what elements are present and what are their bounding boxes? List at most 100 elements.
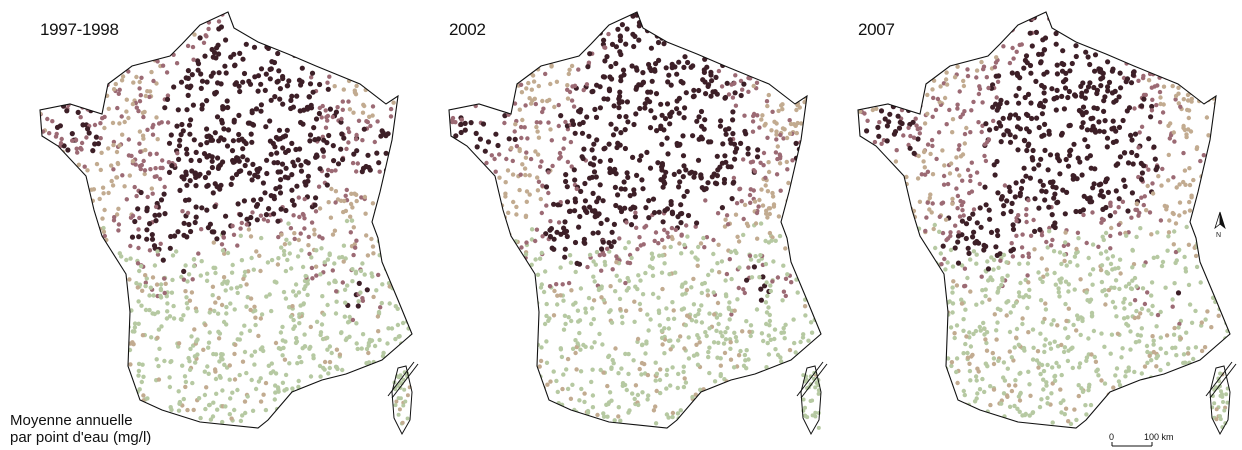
water-point-dot (482, 50, 487, 55)
water-point-dot (1004, 313, 1009, 318)
water-point-dot (72, 295, 77, 300)
water-point-dot (807, 219, 812, 224)
water-point-dot (822, 286, 826, 290)
water-point-dot (387, 75, 393, 81)
water-point-dot (214, 12, 219, 14)
water-point-dot (122, 14, 127, 19)
water-point-dot (306, 234, 311, 240)
water-point-dot (784, 422, 790, 427)
water-point-dot (802, 197, 807, 202)
water-point-dot (501, 416, 506, 421)
water-point-dot (608, 121, 614, 127)
water-point-dot (184, 295, 189, 300)
water-point-dot (180, 363, 185, 368)
water-point-dot (351, 151, 357, 157)
water-point-dot (939, 321, 944, 326)
water-point-dot (50, 295, 56, 301)
water-point-dot (607, 390, 613, 395)
water-point-dot (728, 357, 734, 362)
water-point-dot (362, 194, 368, 200)
water-point-dot (1096, 244, 1101, 249)
water-point-dot (933, 245, 938, 251)
water-point-dot (797, 237, 803, 243)
water-point-dot (326, 425, 331, 428)
water-point-dot (572, 130, 578, 136)
water-point-dot (59, 203, 65, 208)
water-point-dot (168, 233, 174, 240)
water-point-dot (183, 75, 189, 81)
water-point-dot (393, 195, 398, 200)
water-point-dot (524, 290, 529, 295)
water-point-dot (673, 270, 678, 275)
water-point-dot (316, 110, 322, 117)
water-point-dot (59, 136, 64, 142)
water-point-dot (78, 268, 84, 273)
water-point-dot (341, 209, 346, 215)
water-point-dot (1104, 415, 1109, 420)
water-point-dot (309, 265, 315, 271)
water-point-dot (645, 312, 650, 317)
water-point-dot (239, 22, 244, 27)
water-point-dot (703, 91, 709, 97)
water-point-dot (554, 229, 560, 235)
water-point-dot (191, 57, 196, 62)
water-point-dot (611, 361, 616, 366)
water-point-dot (97, 196, 102, 202)
water-point-dot (193, 183, 199, 189)
water-point-dot (535, 175, 540, 180)
water-point-dot (452, 189, 457, 194)
water-point-dot (524, 199, 529, 204)
water-point-dot (376, 49, 381, 54)
water-point-dot (499, 260, 504, 265)
water-point-dot (404, 126, 409, 131)
water-point-dot (68, 45, 73, 50)
water-point-dot (1074, 30, 1080, 36)
water-point-dot (115, 105, 120, 111)
water-point-dot (449, 208, 454, 213)
water-point-dot (43, 208, 49, 214)
water-point-dot (809, 192, 814, 198)
water-point-dot (258, 376, 263, 381)
water-point-dot (1108, 261, 1114, 267)
water-point-dot (610, 132, 617, 138)
water-point-dot (1171, 69, 1176, 74)
water-point-dot (117, 281, 123, 286)
water-point-dot (703, 330, 708, 335)
water-point-dot (64, 108, 70, 114)
water-point-dot (395, 48, 401, 53)
water-point-dot (517, 146, 522, 152)
water-point-dot (602, 426, 608, 428)
water-point-dot (112, 53, 118, 58)
water-point-dot (187, 367, 193, 372)
water-point-dot (407, 349, 412, 354)
water-point-dot (665, 79, 671, 85)
water-point-dot (449, 346, 452, 351)
water-point-dot (795, 410, 801, 415)
water-point-dot (449, 53, 455, 58)
water-point-dot (635, 336, 641, 342)
water-point-dot (52, 309, 57, 314)
water-point-dot (660, 237, 665, 243)
water-point-dot (188, 117, 194, 123)
water-point-dot (592, 208, 598, 214)
water-point-dot (481, 186, 486, 191)
water-point-dot (782, 392, 787, 397)
water-point-dot (498, 308, 503, 313)
water-point-dot (403, 399, 408, 404)
water-point-dot (566, 21, 571, 27)
water-point-dot (172, 420, 177, 425)
water-point-dot (280, 145, 286, 151)
water-point-dot (356, 394, 362, 399)
water-point-dot (530, 376, 535, 381)
water-point-dot (675, 385, 680, 391)
water-point-dot (815, 250, 820, 255)
water-point-dot (363, 403, 369, 408)
water-point-dot (590, 393, 596, 398)
water-point-dot (485, 348, 490, 353)
water-point-dot (125, 390, 131, 396)
water-point-dot (175, 107, 181, 113)
water-point-dot (666, 326, 672, 331)
water-point-dot (1014, 326, 1020, 332)
water-point-dot (877, 120, 882, 125)
water-point-dot (965, 20, 971, 25)
